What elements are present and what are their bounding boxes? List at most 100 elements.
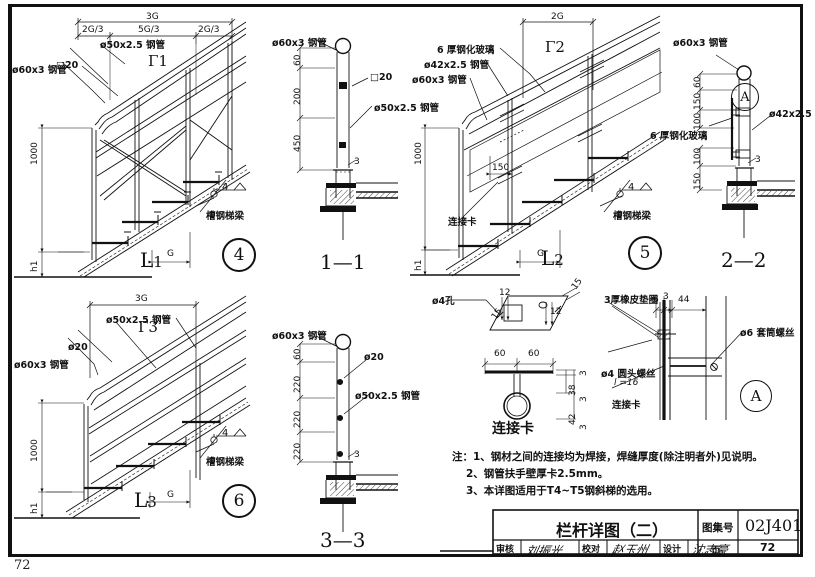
- d4-label-pipe50: ø50x2.5 钢管: [100, 40, 166, 51]
- d4-dim-3g: 3G: [146, 12, 159, 22]
- clip-caption: 连接卡: [492, 421, 534, 437]
- reviewer-label: 审核: [496, 545, 515, 555]
- d5-section-mark-top: Γ2: [545, 38, 565, 56]
- d5-dim-2g: 2G: [551, 12, 564, 22]
- clip-dim-60b: 60: [528, 349, 540, 359]
- note-line-1: 注：1、钢材之间的连接均为焊接，焊缝厚度(除注明者外)见说明。: [452, 451, 763, 463]
- clip-dim-42: 42: [568, 413, 578, 425]
- d5-label-clip: 连接卡: [448, 217, 477, 228]
- s22-caption: 2—2: [721, 248, 767, 272]
- designer-label: 设计: [663, 545, 682, 555]
- sheet-page-number: 72: [14, 558, 31, 573]
- frame-bottom-border: [8, 554, 803, 557]
- detail-tag-5: 5: [628, 236, 662, 270]
- s11-dim-60: 60: [293, 54, 303, 66]
- detailA-dim-44: 44: [678, 295, 690, 305]
- d5-label-glass: 6 厚钢化玻璃: [437, 45, 495, 56]
- d4-dim-5g3: 5G/3: [138, 25, 160, 35]
- d5-dim-150: 150: [492, 163, 510, 173]
- detail-ref-A-circle: A: [731, 83, 759, 111]
- s33-dim-220a: 220: [293, 375, 303, 393]
- s11-label-square20: □20: [370, 72, 393, 83]
- d6-label-pipe50: ø50x2.5 钢管: [106, 315, 172, 326]
- detailA-label-clip: 连接卡: [612, 400, 641, 411]
- d5-dim-g: G: [537, 249, 544, 259]
- d4-dim-1000: 1000: [30, 142, 40, 165]
- s11-label-pipe60: ø60x3 钢管: [272, 38, 327, 49]
- d6-dim-1000: 1000: [30, 439, 40, 462]
- s33-dim-220c: 220: [293, 442, 303, 460]
- clip-dim-3c: 3: [579, 424, 589, 430]
- d5-label-channel-beam: 槽钢梯梁: [613, 211, 652, 222]
- detailA-dim-6: 6: [653, 295, 659, 305]
- s11-dim-3: 3: [354, 157, 360, 167]
- d4-dim-2g3-left: 2G/3: [82, 25, 104, 35]
- s33-dim-3: 3: [354, 450, 360, 460]
- s33-dim-220b: 220: [293, 410, 303, 428]
- d6-weld-size: 4: [222, 428, 229, 439]
- s22-dim-60: 60: [693, 76, 703, 88]
- s33-label-rod20: ø20: [364, 352, 384, 363]
- s11-label-pipe50: ø50x2.5 钢管: [374, 103, 440, 114]
- d5-weld-size: 4: [628, 182, 635, 193]
- s22-dim-150: 150: [693, 92, 703, 110]
- s22-label-glass: 6 厚钢化玻璃: [650, 131, 708, 142]
- d6-label-channel-beam: 槽钢梯梁: [206, 457, 245, 468]
- atlas-number-label: 图集号: [702, 522, 734, 534]
- s33-dim-60: 60: [293, 348, 303, 360]
- page-label: 页: [711, 546, 721, 557]
- d6-dim-g: G: [167, 490, 174, 500]
- s22-dim-3: 3: [755, 155, 761, 165]
- detailA-label-sleeve-screw: ø6 套筒螺丝: [740, 328, 795, 339]
- detail-tag-A: A: [740, 380, 772, 412]
- d6-section-mark-top: Γ3: [138, 318, 158, 336]
- detailA-label-screw-length: l =16: [614, 378, 639, 388]
- d6-section-mark-bottom: L3: [134, 488, 157, 512]
- note-line-3: 3、本详图适用于T4~T5钢斜梯的选用。: [466, 485, 659, 497]
- d5-dim-1000: 1000: [414, 142, 424, 165]
- s11-dim-200: 200: [293, 87, 303, 105]
- frame-right-border: [800, 4, 803, 557]
- clip-dim-12a: 12: [499, 288, 511, 298]
- s22-label-pipe60: ø60x3 钢管: [673, 38, 728, 49]
- s33-label-pipe50: ø50x2.5 钢管: [355, 391, 421, 402]
- d6-dim-3g: 3G: [135, 294, 148, 304]
- d4-dim-2g3-right: 2G/3: [198, 25, 220, 35]
- d4-dim-g: G: [167, 249, 174, 259]
- clip-dim-3a: 3: [579, 370, 589, 376]
- s33-label-pipe60: ø60x3 钢管: [272, 331, 327, 342]
- d4-label-channel-beam: 槽钢梯梁: [206, 211, 245, 222]
- page-value: 72: [760, 541, 776, 554]
- s22-dim-150b: 150: [693, 172, 703, 190]
- detail-tag-4: 4: [222, 238, 256, 272]
- clip-dim-12b: 12: [550, 307, 562, 317]
- drawing-title: 栏杆详图（二）: [556, 521, 669, 540]
- d4-section-mark-top: Γ1: [148, 52, 168, 70]
- atlas-number-value: 02J401: [745, 516, 803, 535]
- d4-label-pipe60: ø60x3 钢管: [12, 65, 67, 76]
- d4-section-mark-bottom: L1: [140, 248, 163, 272]
- d4-weld-size: 4: [222, 182, 229, 193]
- clip-dim-38: 38: [568, 384, 578, 396]
- clip-dim-3b: 3: [579, 396, 589, 402]
- s11-dim-450: 450: [293, 134, 303, 152]
- frame-left-border: [8, 4, 12, 557]
- d6-dim-h1: h1: [30, 502, 40, 514]
- checker-signature: 赵玉州: [610, 543, 650, 557]
- detail-tag-6: 6: [222, 484, 256, 518]
- s22-dim-100b: 100: [693, 147, 703, 165]
- d4-dim-h1: h1: [30, 260, 40, 272]
- d6-label-rod20: ø20: [68, 342, 88, 353]
- d5-section-mark-bottom: L2: [541, 246, 564, 270]
- d5-label-pipe42: ø42x2.5 钢管: [424, 60, 490, 71]
- d4-label-square20: □20: [56, 60, 79, 71]
- clip-label-hole: ø4孔: [432, 296, 455, 307]
- frame-top-border: [8, 4, 803, 7]
- d5-label-pipe60: ø60x3 钢管: [412, 75, 467, 86]
- detailA-label-rubber-washer: 3厚橡皮垫圈: [604, 295, 659, 306]
- d6-label-pipe60: ø60x3 钢管: [14, 360, 69, 371]
- s11-caption: 1—1: [320, 250, 366, 274]
- detailA-label-round-head-screw: ø4 圆头螺丝: [601, 369, 656, 380]
